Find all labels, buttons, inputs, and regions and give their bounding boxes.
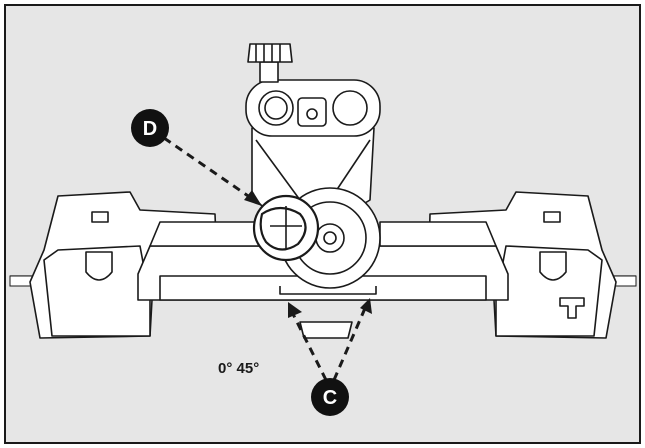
callout-c-badge — [311, 378, 349, 416]
leader-d — [163, 136, 255, 202]
support-arm-brace-left — [255, 139, 301, 201]
leader-arrowheads — [244, 190, 372, 318]
machine-body — [29, 43, 617, 339]
right-slot — [543, 211, 561, 223]
callout-d-badge — [131, 109, 169, 147]
arrowhead-c-right — [360, 298, 372, 314]
motor-vent-left-inner — [264, 96, 288, 120]
arrowhead-d — [244, 190, 262, 206]
right-foot-detail — [539, 251, 567, 281]
bevel-lock-knob-notch — [270, 206, 302, 250]
right-clamp — [559, 297, 585, 319]
leader-lines — [163, 136, 368, 381]
left-foot-detail — [85, 251, 113, 281]
left-slot — [91, 211, 109, 223]
bevel-lock-knob-grip — [259, 206, 307, 251]
leader-c-left — [290, 311, 328, 381]
callout-d-label: D — [143, 118, 157, 140]
blade-arbor-nut — [323, 231, 337, 245]
bevel-angle-label: 0° 45° — [218, 360, 259, 377]
arrowhead-c-left — [288, 302, 302, 318]
motor-vent-right — [332, 90, 368, 126]
top-knob-stem — [259, 61, 279, 83]
bevel-scale-plate — [299, 321, 353, 339]
top-knob-ridges — [255, 44, 281, 62]
outer-frame — [4, 4, 641, 444]
callout-c-label: C — [323, 387, 337, 409]
motor-center-screw — [306, 108, 318, 120]
table-rail-left — [149, 221, 261, 247]
callout-d: D — [131, 109, 169, 147]
top-knob — [247, 43, 293, 63]
table-rail-right — [379, 221, 497, 247]
callout-c: C — [311, 378, 349, 416]
bevel-bracket — [279, 286, 377, 295]
bevel-lock-knob — [252, 194, 320, 262]
